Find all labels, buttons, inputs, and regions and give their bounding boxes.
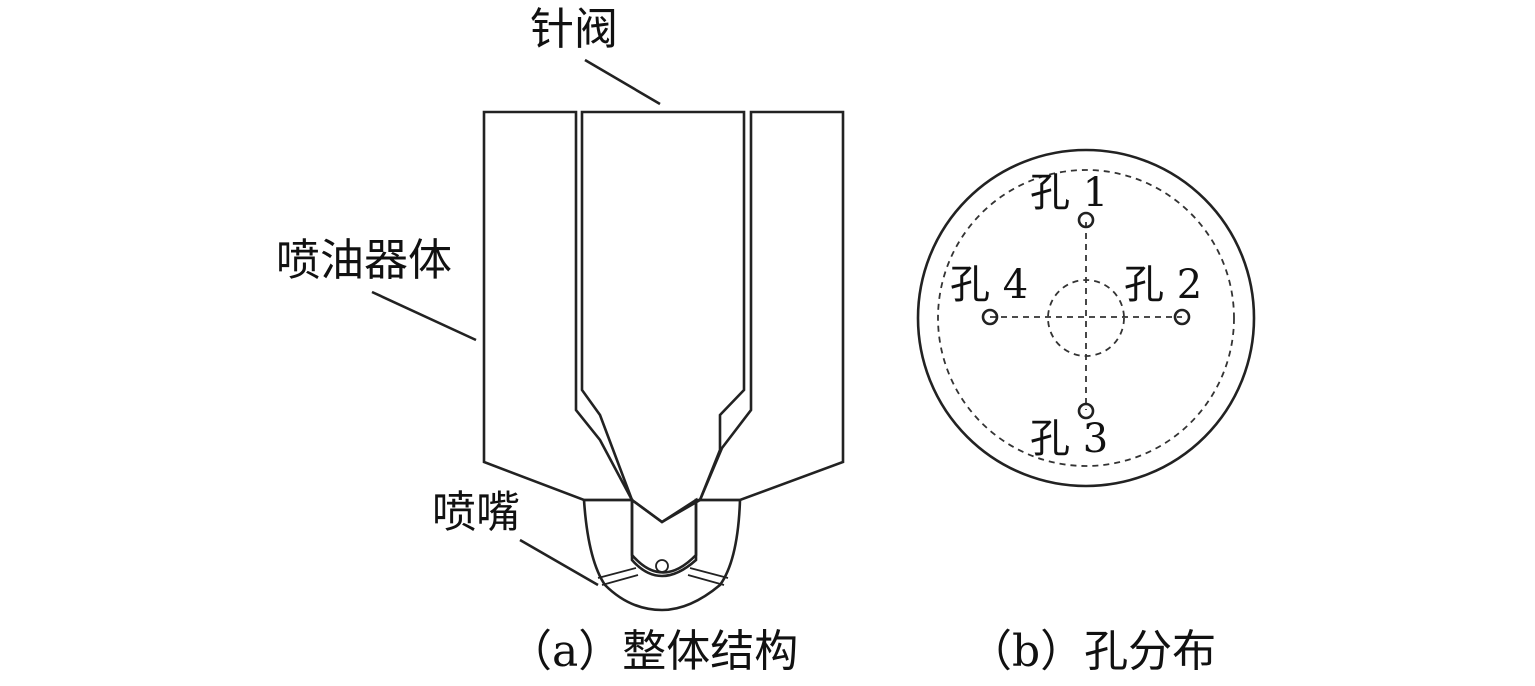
nozzle-hole-center (655, 559, 669, 573)
label-hole-2: 孔 2 (1124, 262, 1202, 308)
injector-body-right (698, 110, 845, 502)
hole-3-marker (1077, 402, 1095, 420)
overall-structure-view: 针阀 喷油器体 喷嘴 （a）整体结构 (276, 4, 845, 677)
hole-1-marker (1077, 211, 1095, 229)
hole-distribution-view: 孔 1 孔 2 孔 3 孔 4 （b）孔分布 (916, 148, 1256, 677)
label-nozzle: 喷嘴 (432, 487, 520, 538)
label-hole-1: 孔 1 (1030, 170, 1108, 216)
hole-4-marker (981, 308, 999, 326)
label-injector-body: 喷油器体 (276, 235, 452, 286)
label-needle-valve: 针阀 (530, 4, 618, 55)
leader-nozzle (519, 538, 599, 587)
label-hole-3: 孔 3 (1030, 416, 1108, 462)
leader-injector-body (371, 290, 477, 342)
outer-circle (916, 148, 1256, 488)
spray-holes (597, 567, 729, 586)
needle-valve (580, 110, 746, 524)
label-hole-4: 孔 4 (950, 262, 1028, 308)
sac-chamber (630, 497, 698, 574)
caption-a: （a）整体结构 (508, 626, 798, 677)
injector-body-left (482, 110, 635, 502)
leader-needle-valve (584, 58, 661, 106)
nozzle-tip (582, 498, 742, 612)
hole-2-marker (1173, 308, 1191, 326)
caption-b: （b）孔分布 (968, 626, 1216, 677)
dashed-ring (937, 169, 1235, 467)
